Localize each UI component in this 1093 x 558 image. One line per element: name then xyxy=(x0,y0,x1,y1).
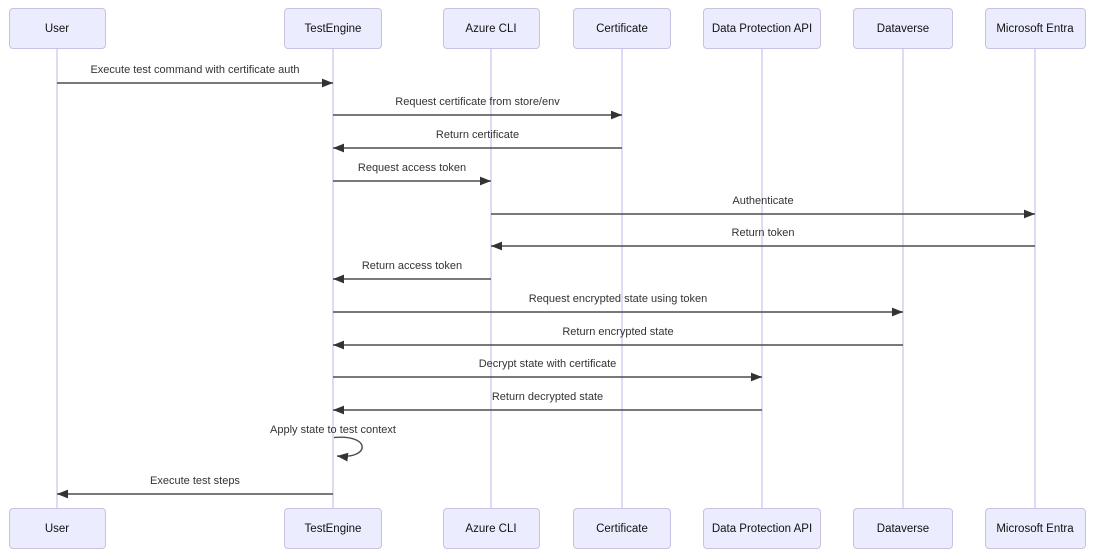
actor-box-entra-top: Microsoft Entra xyxy=(984,8,1086,49)
actor-label: Data Protection API xyxy=(711,22,813,35)
message-label-9: Decrypt state with certificate xyxy=(478,358,617,370)
actor-box-certificate-bottom: Certificate xyxy=(573,508,671,549)
actor-label: Certificate xyxy=(596,22,648,35)
actor-label: TestEngine xyxy=(304,522,362,535)
actor-label: Dataverse xyxy=(876,22,930,35)
message-label-2: Return certificate xyxy=(435,129,520,141)
message-label-4: Authenticate xyxy=(732,195,794,207)
actor-box-dpapi-bottom: Data Protection API xyxy=(703,508,821,549)
message-label-12: Execute test steps xyxy=(150,475,240,487)
actor-box-entra-bottom: Microsoft Entra xyxy=(984,508,1086,549)
actor-label: Azure CLI xyxy=(465,522,517,535)
message-label-10: Return decrypted state xyxy=(491,391,604,403)
actor-box-dataverse-bottom: Dataverse xyxy=(853,508,953,549)
actor-box-azurecli-top: Azure CLI xyxy=(442,8,540,49)
actor-label: Microsoft Entra xyxy=(996,22,1074,35)
actor-box-user-top: User xyxy=(8,8,106,49)
actor-label: Data Protection API xyxy=(711,522,813,535)
message-label-3: Request access token xyxy=(357,162,467,174)
actor-label: Microsoft Entra xyxy=(996,522,1074,535)
actor-label: User xyxy=(44,22,70,35)
actor-box-dpapi-top: Data Protection API xyxy=(703,8,821,49)
message-label-6: Return access token xyxy=(361,260,463,272)
actor-label: User xyxy=(44,522,70,535)
message-label-11: Apply state to test context xyxy=(270,424,396,436)
actor-label: Certificate xyxy=(596,522,648,535)
actor-label: Azure CLI xyxy=(465,22,517,35)
actor-box-testengine-top: TestEngine xyxy=(284,8,382,49)
actor-label: Dataverse xyxy=(876,522,930,535)
self-message-arrow-11 xyxy=(333,436,363,462)
actor-box-dataverse-top: Dataverse xyxy=(853,8,953,49)
message-label-5: Return token xyxy=(731,227,795,239)
message-label-8: Return encrypted state xyxy=(562,326,674,338)
message-label-1: Request certificate from store/env xyxy=(395,96,560,108)
actor-box-azurecli-bottom: Azure CLI xyxy=(442,508,540,549)
actor-box-testengine-bottom: TestEngine xyxy=(284,508,382,549)
actor-box-user-bottom: User xyxy=(8,508,106,549)
actor-label: TestEngine xyxy=(304,22,362,35)
message-label-0: Execute test command with certificate au… xyxy=(90,64,300,76)
actor-box-certificate-top: Certificate xyxy=(573,8,671,49)
message-label-7: Request encrypted state using token xyxy=(528,293,708,305)
